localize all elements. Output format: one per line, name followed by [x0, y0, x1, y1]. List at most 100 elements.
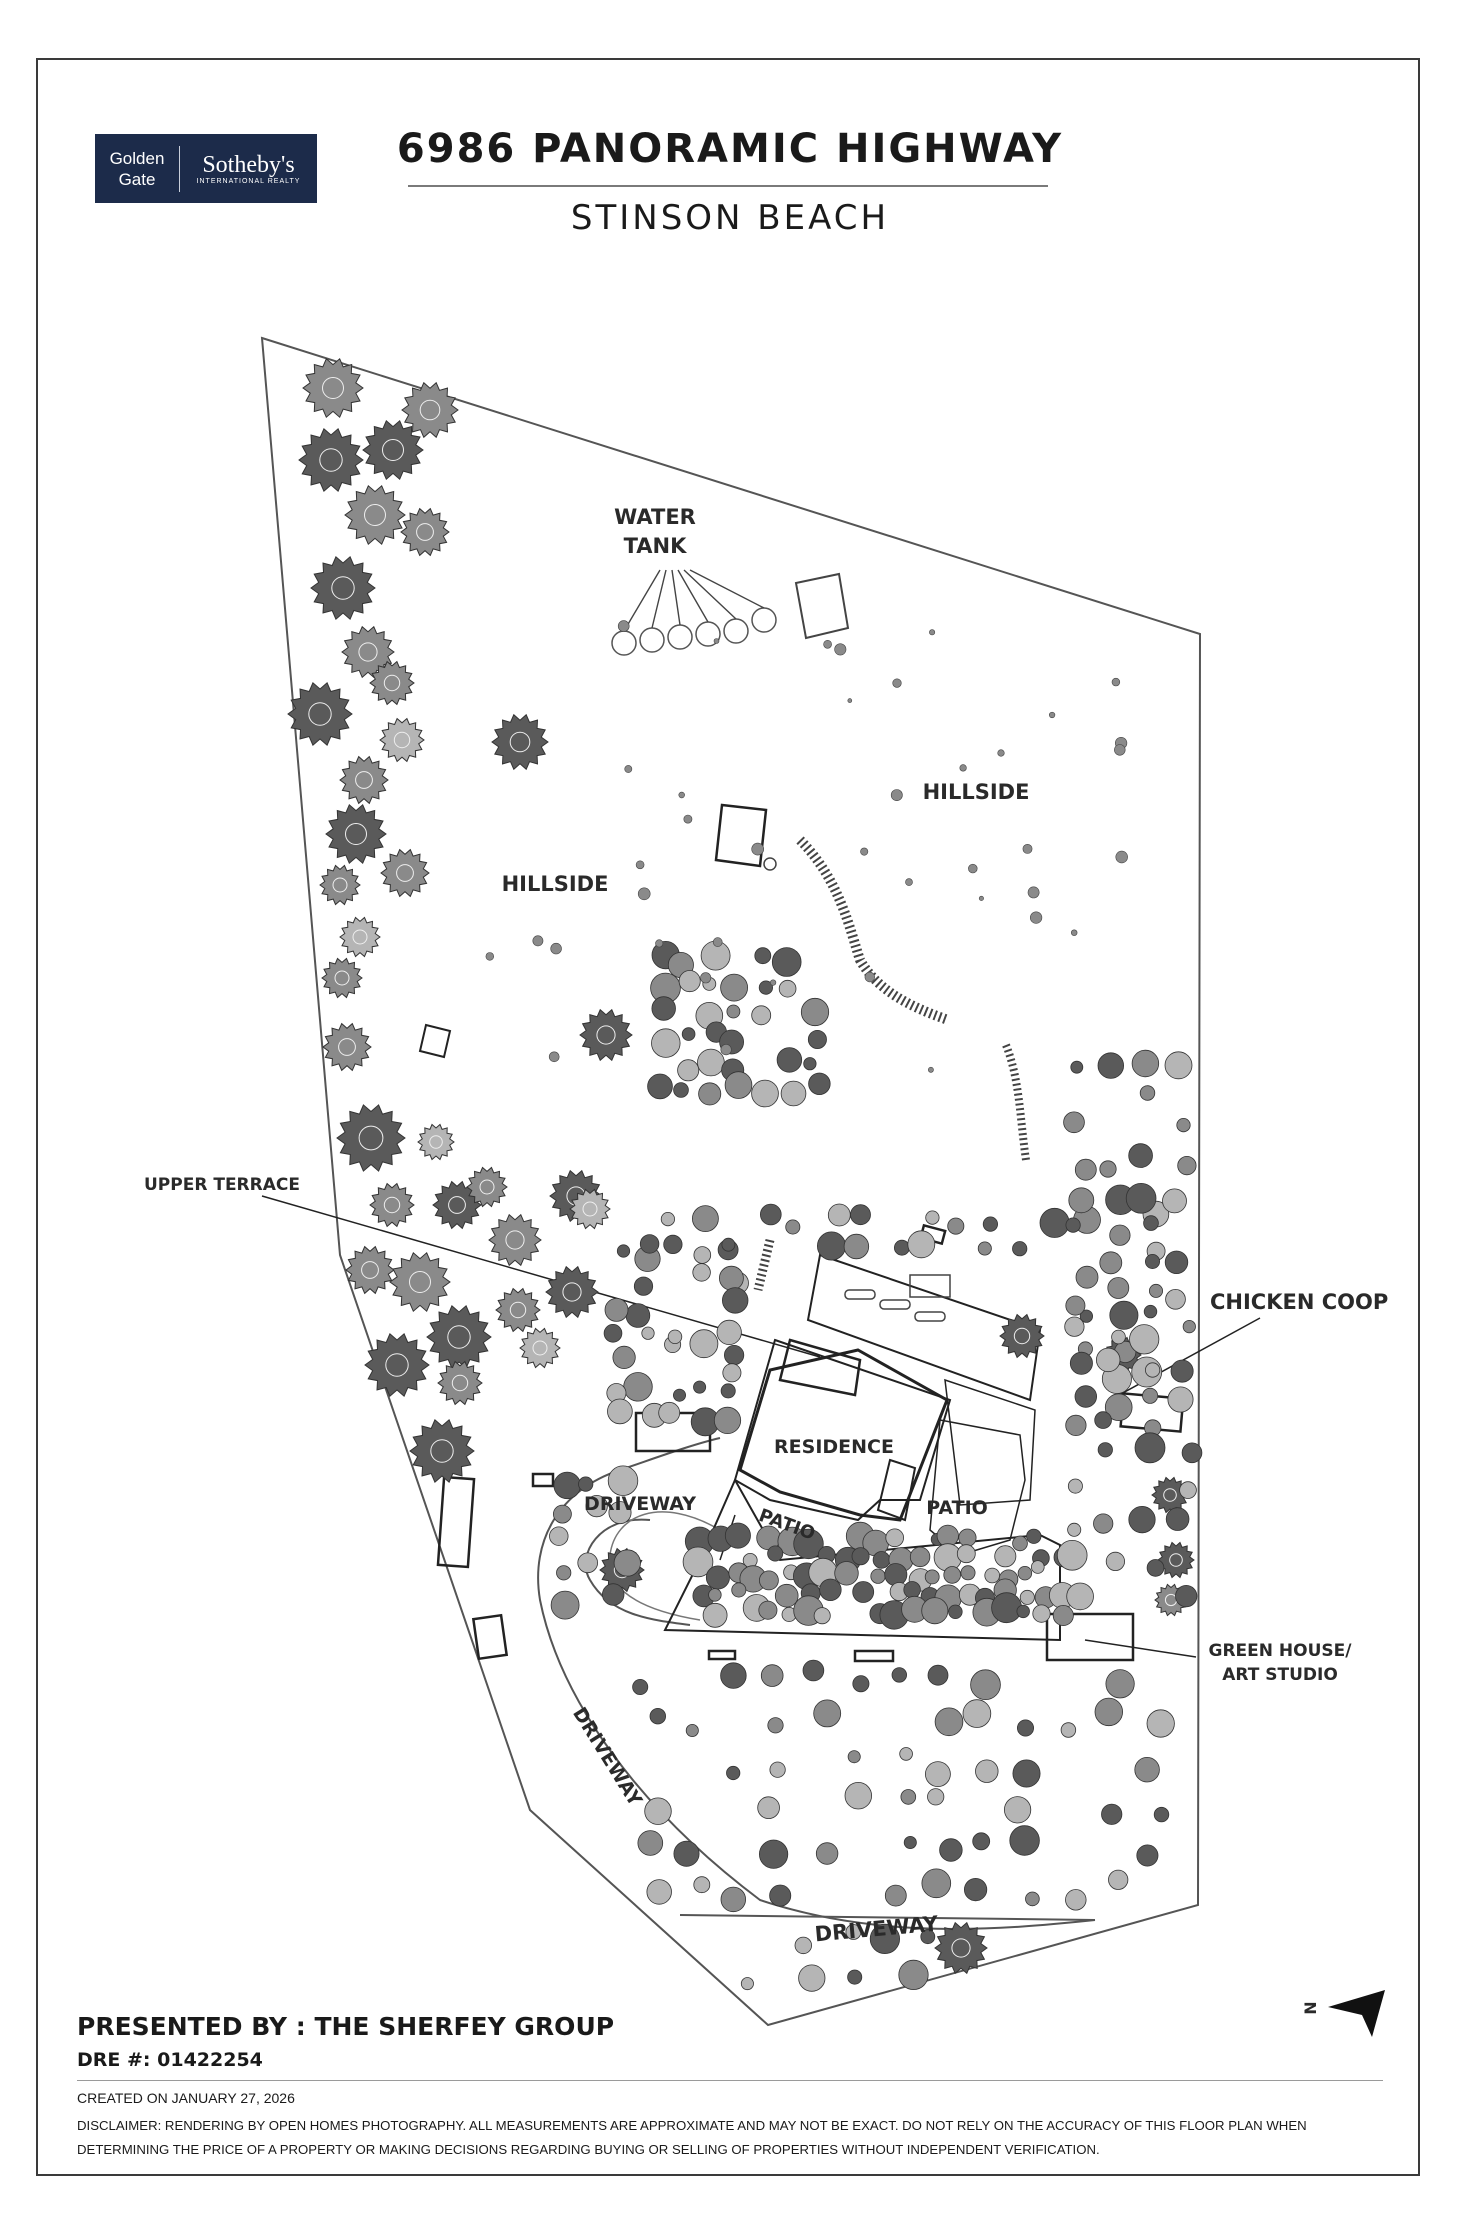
shrub-symbol [549, 1526, 569, 1546]
shrub-symbol [660, 1212, 676, 1227]
shrub-symbol [909, 1546, 931, 1568]
shrub-symbol [1017, 1565, 1033, 1581]
shrub-symbol [1165, 1507, 1190, 1531]
shrub-symbol [673, 1082, 689, 1098]
shrub-symbol [1136, 1844, 1159, 1867]
shrub-symbol [948, 1604, 963, 1620]
tree-symbol [298, 427, 364, 493]
garden-steps [796, 836, 950, 1025]
shrub-symbol [1094, 1697, 1124, 1727]
shrub-symbol [726, 1765, 741, 1781]
shrub-symbol [1079, 1309, 1094, 1323]
shrub-dot [864, 971, 875, 983]
shrub-symbol [607, 1398, 633, 1425]
shrub-symbol [970, 1669, 1001, 1700]
shrub-symbol [716, 1319, 742, 1346]
shrub-symbol [907, 1230, 936, 1259]
shrub-symbol [1060, 1722, 1077, 1738]
shrub-symbol [751, 1005, 772, 1026]
shrub-symbol [776, 1047, 803, 1073]
shrub-symbol [632, 1679, 649, 1696]
shrub-dot [700, 972, 712, 984]
shrub-symbol [644, 1797, 672, 1825]
tree-symbol [380, 848, 430, 898]
shrub-symbol [963, 1878, 988, 1902]
shrub-symbol [991, 1592, 1022, 1624]
shrub-symbol [673, 1388, 687, 1402]
shrub-symbol [939, 1838, 963, 1862]
tree-core [334, 970, 350, 986]
tree-core [345, 823, 367, 845]
shrub-dot [929, 629, 936, 636]
tree-core [429, 1135, 443, 1149]
shrub-symbol [780, 1080, 807, 1107]
tree-symbol [321, 957, 363, 999]
tree-symbol [488, 1213, 542, 1267]
shrub-symbol [1101, 1803, 1123, 1825]
shrub-symbol [1131, 1049, 1160, 1078]
green-house [1045, 1612, 1135, 1662]
tree-core [358, 1125, 384, 1151]
shrub-symbol [1019, 1589, 1035, 1605]
shrub-symbol [625, 1303, 651, 1328]
tree-symbol [495, 1287, 541, 1333]
shrub-symbol [884, 1884, 907, 1907]
tree-symbol [339, 755, 389, 805]
label-upper-terrace: UPPER TERRACE [144, 1175, 300, 1195]
shrub-symbol [585, 1495, 608, 1518]
tree-symbol [426, 1304, 492, 1370]
trees [287, 357, 1203, 1992]
shrub-symbol [1097, 1052, 1125, 1079]
shrub-symbol [1056, 1540, 1088, 1571]
tree-core [409, 1271, 431, 1293]
tree-core [505, 1230, 525, 1250]
water-tank-leaders [623, 569, 765, 632]
shrub-symbol [685, 1724, 699, 1738]
shrub-symbol [994, 1545, 1017, 1568]
shrub-symbol [1149, 1283, 1164, 1298]
shrub-symbol [722, 1363, 742, 1383]
shrub-symbol [1093, 1513, 1114, 1534]
shrub-symbol [623, 1372, 653, 1402]
shrub-symbol [602, 1583, 625, 1606]
shrub-symbol [1063, 1111, 1085, 1134]
label-water-tank-1: WATER [614, 505, 696, 529]
shrub-dot [1048, 711, 1056, 719]
tree-core [352, 929, 368, 945]
tree-core [396, 864, 414, 882]
shrub-symbol [982, 1216, 999, 1232]
shrub-symbol [785, 1219, 801, 1235]
shrub-symbol [899, 1747, 913, 1761]
tree-symbol [999, 1313, 1045, 1359]
shrub-symbol [947, 1217, 965, 1235]
north-arrow-icon [1328, 1990, 1385, 2037]
shrub-dot [959, 764, 967, 772]
shrub-symbol [740, 1977, 754, 1991]
shrub-symbol [663, 1234, 683, 1255]
shrub-dot [655, 939, 664, 948]
shrub-symbol [869, 1923, 901, 1955]
shrub-symbol [722, 1287, 749, 1314]
shrub-symbol [1017, 1719, 1035, 1737]
tree-symbol [519, 1327, 561, 1369]
shrub-symbol [847, 1750, 861, 1764]
shrub-dot [720, 1043, 732, 1056]
shrub-symbol [1069, 1351, 1093, 1375]
shrub-symbol [844, 1781, 873, 1810]
shrub-symbol [1012, 1241, 1028, 1257]
shrub-symbol [1153, 1806, 1170, 1823]
disclaimer: DISCLAIMER: RENDERING BY OPEN HOMES PHOT… [77, 2118, 1307, 2157]
garden-steps-2 [1002, 1043, 1030, 1161]
shrub-symbol [802, 1659, 825, 1682]
shrub-symbol [1143, 1304, 1158, 1319]
shrub-symbol [1104, 1393, 1133, 1421]
shrub-symbol [705, 1565, 730, 1590]
shrub-dot [905, 878, 913, 886]
shrub-symbol [1182, 1320, 1196, 1334]
shrub-symbol [1142, 1387, 1159, 1404]
shrub-symbol [1129, 1324, 1160, 1355]
small-structure-left [418, 1023, 452, 1059]
tree-core [448, 1196, 466, 1214]
shrub-symbol [1179, 1481, 1197, 1499]
